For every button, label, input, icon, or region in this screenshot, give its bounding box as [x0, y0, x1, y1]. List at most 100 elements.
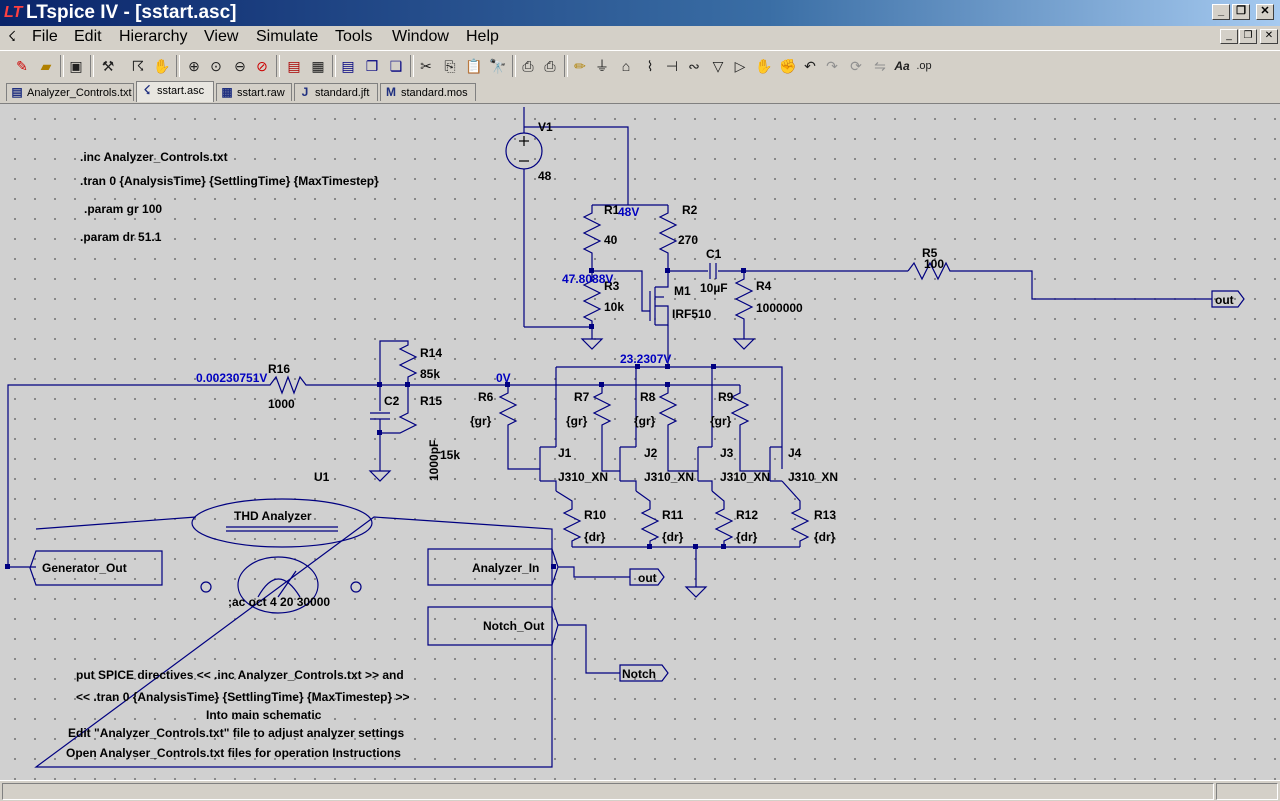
print-icon[interactable]: ⎙ [544, 58, 556, 74]
redo-icon[interactable]: ↷ [826, 58, 838, 74]
v1-label: V1 [538, 120, 553, 134]
zoom-pan-icon[interactable]: ⊙ [210, 58, 222, 74]
label-net-icon[interactable]: ⌂ [621, 58, 631, 74]
resistor-r8[interactable] [658, 385, 690, 472]
resistor-r2[interactable] [658, 205, 678, 271]
mosfet-m1[interactable] [649, 271, 669, 326]
spice-directive-param-gr[interactable]: .param gr 100 [84, 202, 162, 216]
open-icon[interactable]: ▰ [40, 58, 52, 74]
capacitor-c1[interactable] [709, 263, 717, 279]
save-icon[interactable]: ▣ [69, 58, 83, 74]
resistor-r9[interactable] [730, 385, 764, 472]
resistor-r12[interactable] [711, 490, 734, 547]
spice-directive-icon[interactable]: .op [916, 60, 932, 72]
close-button[interactable]: ✕ [1256, 4, 1274, 20]
spice-directive-param-dr[interactable]: .param dr 51.1 [80, 230, 162, 244]
new-schematic-icon[interactable]: ✎ [16, 58, 28, 74]
spice-directive-inc[interactable]: .inc Analyzer_Controls.txt [80, 150, 228, 164]
restore-button[interactable]: ❐ [1232, 4, 1250, 20]
minimize-button[interactable]: _ [1212, 4, 1230, 20]
resistor-r10[interactable] [555, 490, 582, 547]
paste-icon[interactable]: 📋 [465, 58, 483, 74]
setup-print-icon[interactable]: ⎙ [522, 58, 534, 74]
resistor-r1[interactable] [582, 205, 602, 271]
cut-icon[interactable]: ✂ [420, 58, 432, 74]
zoom-cancel-icon[interactable]: ⊘ [256, 58, 268, 74]
voltage-jfet-gate: 0V [496, 371, 511, 385]
jfet-j1[interactable] [532, 446, 557, 491]
port-generator-out[interactable] [29, 550, 163, 586]
close-windows-icon[interactable]: ❏ [389, 58, 403, 74]
menu-hierarchy[interactable]: Hierarchy [119, 28, 188, 45]
jfet-j4[interactable] [764, 446, 782, 482]
title-bar: LT LTspice IV - [sstart.asc] _ ❐ ✕ [0, 0, 1280, 26]
r11-value: {dr} [662, 530, 684, 544]
menu-tools[interactable]: Tools [335, 28, 373, 45]
zoom-out-icon[interactable]: ⊖ [234, 58, 246, 74]
inductor-icon[interactable]: ∾ [688, 58, 700, 74]
text-icon[interactable]: Aa [894, 59, 910, 73]
wire [558, 624, 620, 674]
zoom-in-icon[interactable]: ⊕ [188, 58, 200, 74]
resistor-icon[interactable]: ⌇ [646, 58, 654, 74]
cascade-icon[interactable]: ❐ [365, 58, 379, 74]
net-label-out[interactable] [1211, 290, 1245, 308]
control-panel-icon[interactable]: ⚒ [101, 58, 115, 74]
tab-label: standard.mos [401, 87, 468, 99]
voltage-source-v1[interactable] [505, 107, 543, 327]
capacitor-icon[interactable]: ⊣ [665, 58, 679, 74]
menu-simulate[interactable]: Simulate [256, 28, 319, 45]
find-icon[interactable]: 🔭 [489, 58, 507, 74]
menu-help[interactable]: Help [466, 28, 499, 45]
mdi-minimize-button[interactable]: _ [1220, 29, 1238, 44]
resistor-r13[interactable] [781, 480, 810, 547]
menu-edit[interactable]: Edit [74, 28, 102, 45]
move-icon[interactable]: ✋ [755, 58, 773, 74]
copy-icon[interactable]: ⎘ [444, 58, 456, 74]
menu-view[interactable]: View [204, 28, 239, 45]
ground-icon[interactable]: ⏚ [595, 58, 609, 74]
net-label-out[interactable] [629, 568, 665, 586]
thd-analyzer-outline[interactable] [34, 516, 553, 768]
resistor-r7[interactable] [592, 385, 612, 472]
menu-file[interactable]: File [32, 28, 58, 45]
jfet-j2[interactable] [612, 446, 637, 491]
port-analyzer-in[interactable] [427, 548, 559, 586]
resistor-r16[interactable] [7, 375, 500, 567]
schematic-doc-icon[interactable]: ☇ [8, 28, 17, 44]
halt-icon[interactable]: ✋ [153, 58, 171, 74]
resistor-r11[interactable] [635, 490, 660, 547]
mdi-restore-button[interactable]: ❐ [1239, 29, 1257, 44]
port-notch-out[interactable] [427, 606, 559, 646]
resistor-r4[interactable] [734, 271, 754, 339]
tab-analyzer-controls[interactable]: ▤ Analyzer_Controls.txt [6, 83, 134, 101]
jfet-j3[interactable] [690, 446, 713, 491]
run-icon[interactable]: ☈ [131, 58, 145, 74]
resistor-r5[interactable] [907, 261, 1212, 300]
resistor-r6[interactable] [498, 385, 532, 470]
component-icon[interactable]: ▷ [734, 58, 746, 74]
grid-icon[interactable]: ▦ [311, 58, 325, 74]
spice-directive-tran[interactable]: .tran 0 {AnalysisTime} {SettlingTime} {M… [80, 174, 379, 188]
autorange-icon[interactable]: ▤ [287, 58, 301, 74]
menu-window[interactable]: Window [392, 28, 449, 45]
r2-label: R2 [682, 203, 698, 217]
draw-wire-icon[interactable]: ✏ [574, 58, 586, 74]
schematic-canvas[interactable]: .inc Analyzer_Controls.txt .tran 0 {Anal… [0, 103, 1280, 781]
drag-icon[interactable]: ✊ [779, 58, 797, 74]
mdi-close-button[interactable]: ✕ [1260, 29, 1278, 44]
tab-sstart-raw[interactable]: ▦ sstart.raw [216, 83, 292, 101]
tab-sstart-asc[interactable]: ☇ sstart.asc [136, 81, 214, 102]
resistor-r14-r15[interactable] [379, 340, 418, 434]
wire [558, 566, 630, 578]
diode-icon[interactable]: ▽ [712, 58, 724, 74]
net-label-notch[interactable] [619, 664, 669, 682]
tab-standard-jft[interactable]: J standard.jft [294, 83, 378, 101]
ac-comment[interactable]: ;ac oct 4 20 30000 [228, 595, 330, 609]
capacitor-c2[interactable] [370, 412, 390, 420]
tab-standard-mos[interactable]: M standard.mos [380, 83, 476, 101]
rotate-icon[interactable]: ⟳ [850, 58, 862, 74]
tile-icon[interactable]: ▤ [341, 58, 355, 74]
mirror-icon[interactable]: ⇋ [874, 58, 886, 74]
undo-icon[interactable]: ↶ [804, 58, 816, 74]
